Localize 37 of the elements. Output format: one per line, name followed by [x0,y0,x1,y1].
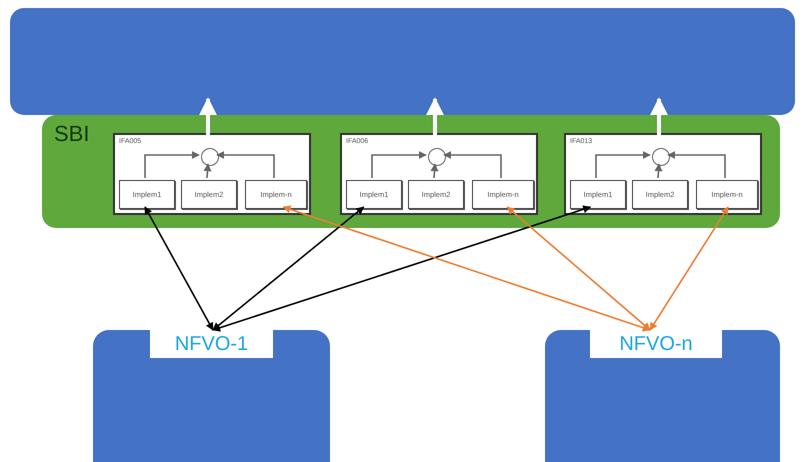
interface-box [564,133,762,215]
arrow [371,151,427,178]
implementation-box [181,180,237,209]
arrow [144,206,214,331]
arrow [443,151,502,178]
implementation-box [570,180,626,209]
junction-circle [652,148,670,166]
junction-circle [428,148,446,166]
arrow [204,163,212,178]
orchestrator-box [93,330,330,462]
implementation-box [472,180,534,209]
arrow [282,206,651,332]
implementation-box [408,180,464,209]
junction-circle [201,148,219,166]
orchestrator-title: NFVO-1 [150,330,273,358]
arrow [667,151,726,178]
arrow [212,206,364,331]
orchestrator-box [545,330,780,462]
arrow [216,151,275,178]
interface-box [113,133,311,215]
arrow [649,206,729,331]
arrow [144,151,200,178]
arrow [506,206,651,331]
interface-band [42,115,780,228]
implementation-box [245,180,307,209]
arrow [595,151,651,178]
implementation-box [346,180,402,209]
implementation-box [696,180,758,209]
orchestrator-title: NFVO-n [590,330,722,358]
arrow [654,163,662,178]
implementation-box [632,180,688,209]
interface-box [340,133,538,215]
implementation-box [119,180,175,209]
band-title: SBI [54,121,90,147]
top-band [10,8,795,115]
arrow [212,205,592,332]
arrow [430,163,438,178]
